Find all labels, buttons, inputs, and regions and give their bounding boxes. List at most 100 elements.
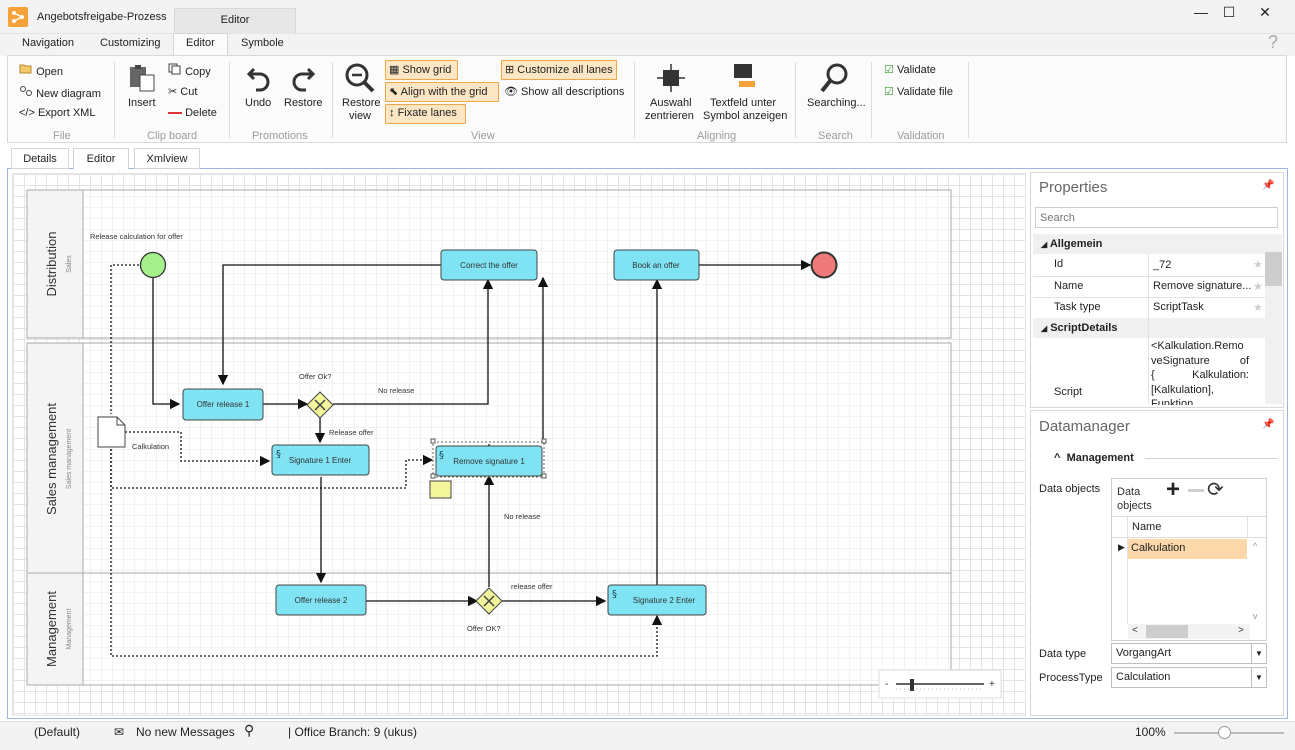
properties-search-input[interactable] <box>1035 207 1278 228</box>
title-tab-editor[interactable]: Editor <box>174 8 296 34</box>
ribbon-tab-customizing[interactable]: Customizing <box>100 37 161 49</box>
task-remove-signature[interactable]: § <box>432 441 545 478</box>
data-object-calkulation[interactable] <box>97 416 126 448</box>
maximize-button[interactable]: ☐ <box>1222 4 1236 20</box>
prop-value-name[interactable]: Remove signature... <box>1153 280 1251 292</box>
document-area <box>7 168 1288 719</box>
start-event[interactable] <box>139 251 167 279</box>
ribbon-tab-navigation[interactable]: Navigation <box>22 37 74 49</box>
scroll-thumb[interactable] <box>1265 252 1282 286</box>
grid-vscroll[interactable]: ^v <box>1249 539 1265 623</box>
search-icon[interactable]: ⚲ <box>244 722 255 738</box>
group-label-file: File <box>53 130 71 142</box>
zoom-slider-thumb[interactable] <box>1218 726 1231 739</box>
diagram-zoom-slider[interactable]: - + <box>878 669 1002 699</box>
chevron-down-icon[interactable]: ▼ <box>1251 644 1266 663</box>
annotation-box[interactable] <box>429 480 452 499</box>
tab-editor[interactable]: Editor <box>73 148 129 170</box>
lanes-icon: ⊞ <box>505 64 515 76</box>
add-icon[interactable]: + <box>1166 476 1181 503</box>
grid-hscroll[interactable]: < > <box>1128 624 1250 639</box>
refresh-icon[interactable]: ⟳ <box>1207 479 1224 501</box>
star-icon[interactable]: ★ <box>1253 259 1263 271</box>
lane-distribution[interactable] <box>26 189 952 339</box>
status-profile[interactable]: (Default) <box>34 725 81 739</box>
properties-scrollbar[interactable] <box>1265 234 1282 404</box>
column-name-header[interactable]: Name <box>1132 521 1162 533</box>
export-xml-button[interactable]: </> Export XML <box>19 107 95 119</box>
chevron-down-icon[interactable]: ▼ <box>1251 668 1266 687</box>
remove-icon[interactable] <box>1188 489 1204 492</box>
zoom-out-icon[interactable]: - <box>885 679 888 690</box>
prop-value-id[interactable]: _72 <box>1153 259 1172 271</box>
data-type-select[interactable]: VorgangArt ▼ <box>1111 643 1267 664</box>
show-descriptions-button[interactable]: 👁 Show all descriptions <box>504 85 624 98</box>
align-grid-toggle[interactable]: ⬉ Align with the grid <box>385 82 499 102</box>
close-button[interactable]: ✕ <box>1259 4 1271 20</box>
help-icon[interactable]: ? <box>1268 32 1279 52</box>
gateway-offer-ok-2[interactable] <box>475 587 503 615</box>
app-logo-icon <box>8 7 28 27</box>
pin-icon[interactable]: 📌 <box>1262 419 1275 430</box>
prop-value-task-type[interactable]: ScriptTask <box>1153 301 1204 313</box>
group-label-aligning: Aligning <box>697 130 737 142</box>
delete-button[interactable]: Delete <box>168 107 217 119</box>
section-management[interactable]: ^ Management <box>1054 452 1134 464</box>
data-type-value: VorgangArt <box>1116 647 1172 659</box>
status-messages[interactable]: No new Messages <box>136 725 235 739</box>
group-allgemein[interactable]: ◢ Allgemein <box>1033 234 1265 254</box>
gateway-label: Offer Ok? <box>299 372 331 381</box>
group-label-search: Search <box>818 130 853 142</box>
data-objects-label: Data objects <box>1039 483 1101 495</box>
task-offer-release-1[interactable] <box>182 388 264 421</box>
validate-file-button[interactable]: ☑ Validate file <box>884 85 953 98</box>
collapse-icon: ◢ <box>1041 240 1048 249</box>
task-label: Correct the offer <box>460 261 518 270</box>
ribbon-tab-editor[interactable]: Editor <box>186 37 215 49</box>
pin-icon[interactable]: 📌 <box>1262 180 1275 191</box>
ribbon-tab-symbole[interactable]: Symbole <box>241 37 284 49</box>
search-icon <box>820 63 848 93</box>
new-diagram-button[interactable]: New diagram <box>19 85 101 100</box>
restore-button[interactable] <box>290 63 316 96</box>
copy-button[interactable]: Copy <box>168 63 211 78</box>
validate-button[interactable]: ☑ Validate <box>884 63 936 76</box>
task-book-offer[interactable] <box>613 249 700 281</box>
customize-lanes-toggle[interactable]: ⊞ Customize all lanes <box>501 60 617 80</box>
minimize-button[interactable]: — <box>1194 4 1208 20</box>
prop-key: Task type <box>1054 301 1101 313</box>
task-signature-1[interactable]: § <box>271 444 370 476</box>
task-correct-offer[interactable] <box>440 249 538 281</box>
scroll-thumb[interactable] <box>1146 625 1188 638</box>
task-signature-2[interactable]: § <box>607 584 707 616</box>
tab-details[interactable]: Details <box>11 148 69 169</box>
search-button[interactable] <box>819 62 851 97</box>
diagram-icon <box>20 86 32 96</box>
end-event[interactable] <box>810 251 838 279</box>
tab-xmlview[interactable]: Xmlview <box>134 148 200 169</box>
textfield-below-button[interactable] <box>731 63 757 96</box>
process-type-select[interactable]: Calculation ▼ <box>1111 667 1267 688</box>
prop-value-script[interactable]: <Kalkulation.Remo veSignature of { Kalku… <box>1151 339 1249 405</box>
restore-view-button[interactable] <box>344 62 376 97</box>
group-scriptdetails[interactable]: ◢ ScriptDetails <box>1033 318 1265 338</box>
insert-button[interactable] <box>127 63 159 93</box>
task-offer-release-2[interactable] <box>275 584 367 616</box>
show-grid-toggle[interactable]: ▦ Show grid <box>385 60 458 80</box>
gateway-offer-ok[interactable] <box>306 391 334 419</box>
zoom-in-icon[interactable]: + <box>989 679 995 690</box>
diagram-canvas[interactable]: Distribution Sales Sales management Sale… <box>12 173 1026 716</box>
group-label: Allgemein <box>1049 238 1103 250</box>
lane-title: Distribution <box>44 231 59 296</box>
open-button[interactable]: Open <box>19 63 63 78</box>
star-icon[interactable]: ★ <box>1253 281 1263 293</box>
undo-button[interactable] <box>246 63 272 96</box>
fixate-lanes-toggle[interactable]: ↕ Fixate lanes <box>385 104 466 124</box>
lane-subtitle: Sales <box>66 255 73 273</box>
selection-handles[interactable] <box>430 438 547 479</box>
star-icon[interactable]: ★ <box>1253 302 1263 314</box>
data-object-row[interactable]: Calkulation <box>1128 539 1247 559</box>
cut-button[interactable]: ✂ Cut <box>168 85 197 98</box>
zoom-thumb[interactable] <box>910 679 914 691</box>
center-selection-button[interactable] <box>657 63 685 96</box>
